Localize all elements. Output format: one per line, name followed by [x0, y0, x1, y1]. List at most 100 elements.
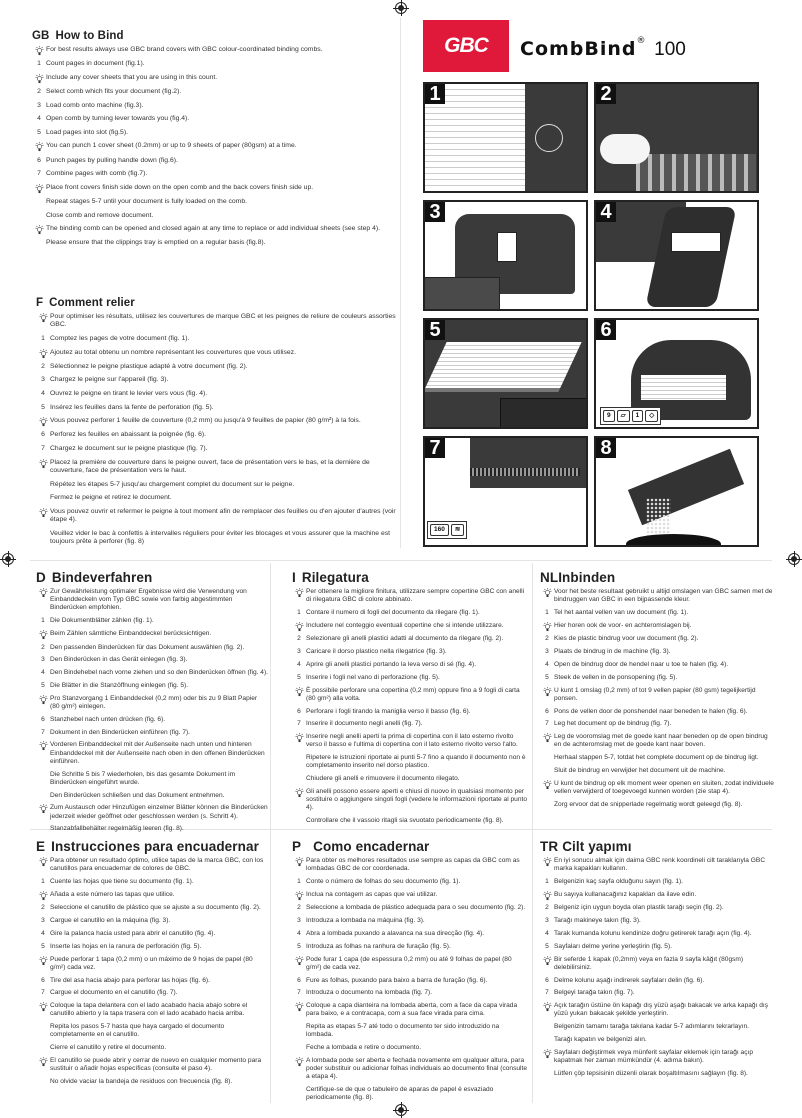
instruction-step: 1 Count pages in document (fig.1). — [32, 60, 392, 68]
instruction-text: Fure as folhas, puxando para baixo a bar… — [306, 976, 488, 984]
instruction-tip: Vous pouvez perforer 1 feuille de couver… — [36, 417, 396, 427]
instruction-text: Die Blätter in die Stanzöffnung einlegen… — [50, 681, 189, 689]
instruction-note: Fermez le peigne et retirez le document. — [36, 494, 396, 502]
step-number: 1 — [41, 878, 45, 885]
instruction-tip: Pode furar 1 capa (de espessura 0,2 mm) … — [292, 956, 528, 972]
lightbulb-tip-icon — [540, 857, 554, 867]
instruction-tip: U kunt 1 omslag (0,2 mm) of tot 9 vellen… — [540, 687, 776, 703]
step-number: 5 — [41, 681, 45, 689]
figure-8-empty-tray: 8 — [594, 436, 759, 547]
instruction-text: Den passenden Binderücken für das Dokume… — [50, 643, 245, 651]
curved-arrow-icon — [671, 232, 721, 252]
figure-7-combine-pages: 7 160 ≋ — [423, 436, 588, 547]
instruction-text: A lombada pode ser aberta e fechada nova… — [306, 1056, 528, 1081]
instruction-text: Sayfaları değiştirmek veya münferit sayf… — [554, 1048, 753, 1064]
down-arrow-icon — [497, 232, 517, 262]
instruction-text: Chiudere gli anelli e rimuovere il docum… — [306, 775, 460, 783]
instruction-text: Sélectionnez le peigne plastique adapté … — [50, 362, 248, 370]
instruction-tip: Sayfaları değiştirmek veya münferit sayf… — [540, 1049, 776, 1065]
figure-label: 1 — [425, 84, 445, 104]
step-number: 1 — [41, 335, 45, 342]
lightbulb-tip-icon — [292, 686, 306, 696]
instruction-list: Para obter os melhores resultados use se… — [292, 857, 528, 1103]
instruction-text: Tarağı makineye takın (fig. 3). — [554, 917, 641, 925]
instruction-note: Cierre el canutillo y retire el document… — [36, 1044, 268, 1052]
column-divider-2 — [532, 563, 533, 1103]
instruction-list: Per ottenere la migliore finitura, utili… — [292, 588, 528, 825]
instruction-text: U kunt 1 omslag (0,2 mm) of tot 9 vellen… — [554, 686, 756, 702]
instruction-tip: En iyi sonucu almak için daima GBC renk … — [540, 857, 776, 873]
figure-label: 5 — [425, 320, 445, 340]
registration-mark-left — [0, 551, 16, 567]
figure-3-load-comb: 3 — [423, 200, 588, 311]
instruction-tip: Place front covers finish side down on t… — [32, 184, 392, 193]
instruction-text: Ripetere le istruzioni riportate ai punt… — [306, 754, 526, 770]
language-code: F — [36, 297, 44, 309]
lightbulb-tip-icon — [36, 890, 50, 900]
step-number: 4 — [545, 660, 549, 668]
comb-illustration — [470, 468, 580, 476]
instruction-text: Para obter os melhores resultados use se… — [306, 857, 520, 873]
lightbulb-tip-icon — [36, 1002, 50, 1012]
lightbulb-tip-icon — [540, 733, 554, 743]
instruction-text: Repita los pasos 5-7 hasta que haya carg… — [50, 1023, 225, 1039]
lightbulb-tip-icon — [292, 621, 306, 631]
figure-5-load-pages: 5 — [423, 318, 588, 429]
step-number: 3 — [297, 917, 301, 925]
instruction-list: For best results always use GBC brand co… — [32, 46, 392, 248]
instruction-text: Stanzhebel nach unten drücken (fig. 6). — [50, 715, 166, 723]
step-number: 3 — [37, 101, 41, 109]
language-code: GB — [32, 30, 50, 42]
step-number: 1 — [545, 609, 549, 616]
instruction-text: Herhaal stappen 5-7, totdat het complete… — [554, 754, 759, 762]
step-number: 1 — [297, 609, 301, 616]
instruction-text: Count pages in document (fig.1). — [46, 60, 145, 68]
instruction-text: Chargez le document sur le peigne plasti… — [50, 444, 208, 452]
instruction-text: Cuente las hojas que tiene su documento … — [50, 878, 194, 885]
figure-label: 6 — [596, 320, 616, 340]
step-number: 1 — [37, 60, 41, 68]
instruction-text: No olvide vaciar la bandeja de residuos … — [50, 1077, 233, 1085]
instruction-text: Den Binderücken schließen und das Dokume… — [50, 791, 225, 799]
comb-icon: ≋ — [450, 524, 465, 536]
lightbulb-tip-icon — [36, 507, 50, 517]
instruction-text: Kies de plastic bindrug voor uw document… — [554, 635, 699, 643]
instruction-note: Please ensure that the clippings tray is… — [32, 239, 392, 247]
machine-illustration — [470, 438, 586, 488]
section-title: Cilt yapımı — [562, 839, 632, 854]
instruction-text: Die Schritte 5 bis 7 wiederholen, bis da… — [50, 770, 236, 786]
registration-mark-top — [393, 0, 409, 16]
instruction-text: Sluit de bindrug en verwijder het docume… — [554, 766, 726, 774]
instruction-note: Repita as etapas 5-7 até todo o document… — [292, 1023, 528, 1039]
lightbulb-tip-icon — [36, 417, 50, 427]
comb-guide-circle-illustration — [535, 124, 563, 152]
instruction-text: Seleccione a lombada de plástico adequad… — [306, 904, 526, 912]
instruction-text: Bir seferde 1 kapak (0,2mm) veya en fazl… — [554, 955, 744, 971]
comb-illustration — [636, 154, 756, 191]
instruction-text: Please ensure that the clippings tray is… — [46, 239, 266, 247]
step-number: 3 — [297, 648, 301, 656]
step-number: 4 — [41, 389, 45, 397]
instruction-text: Para obtener un resultado óptimo, utilic… — [50, 857, 264, 873]
product-model: 100 — [654, 39, 686, 60]
step-number: 1 — [41, 617, 45, 625]
instruction-text: Perforare i fogli tirando la maniglia ve… — [306, 707, 471, 715]
